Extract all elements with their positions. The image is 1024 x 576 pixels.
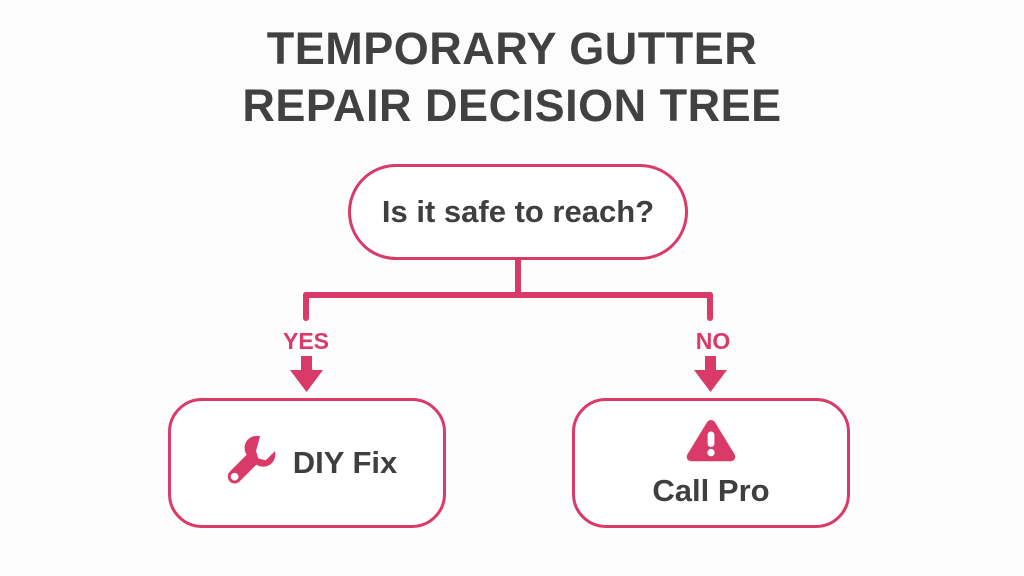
outcome-node-diy-fix[interactable]: DIY Fix <box>168 398 446 528</box>
branch-label-no: NO <box>695 328 731 354</box>
page-title: TEMPORARY GUTTER REPAIR DECISION TREE <box>0 20 1024 134</box>
no-arrow <box>694 356 727 392</box>
warning-triangle-icon <box>685 418 737 469</box>
wrench-icon <box>217 430 279 497</box>
title-line-1: TEMPORARY GUTTER <box>266 23 758 74</box>
decision-node[interactable]: Is it safe to reach? <box>348 164 688 260</box>
outcome-node-call-pro[interactable]: Call Pro <box>572 398 850 528</box>
title-line-2: REPAIR DECISION TREE <box>242 80 782 131</box>
decision-node-label: Is it safe to reach? <box>381 194 655 229</box>
yes-arrow <box>290 356 323 392</box>
outcome-label-call-pro: Call Pro <box>652 472 770 508</box>
branch-label-yes: YES <box>282 328 330 354</box>
outcome-label-diy-fix: DIY Fix <box>292 445 398 480</box>
